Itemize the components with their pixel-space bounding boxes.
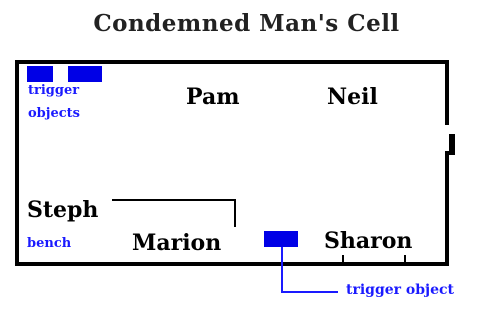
person-neil: Neil (327, 84, 378, 110)
pointer-line (281, 291, 338, 293)
bench-label: bench (27, 236, 72, 251)
person-sharon: Sharon (324, 228, 413, 254)
person-pam: Pam (186, 84, 240, 110)
trigger-objects-label-line2: objects (28, 106, 80, 121)
wall-tick (404, 255, 406, 266)
door-segment (449, 134, 455, 155)
bench-top-edge (112, 199, 236, 201)
person-steph: Steph (27, 197, 99, 223)
trigger-object-marker (68, 66, 102, 82)
trigger-object-marker (264, 231, 298, 247)
trigger-objects-label-line1: trigger (28, 83, 80, 98)
person-marion: Marion (132, 230, 222, 256)
pointer-line (281, 247, 283, 293)
diagram-title: Condemned Man's Cell (93, 10, 400, 37)
trigger-object-marker (27, 66, 53, 82)
trigger-object-label: trigger object (346, 282, 454, 298)
bench-side-edge (234, 199, 236, 227)
wall-tick (342, 255, 344, 266)
trigger-objects-label: trigger objects (28, 83, 80, 121)
cell-walls (15, 60, 449, 266)
